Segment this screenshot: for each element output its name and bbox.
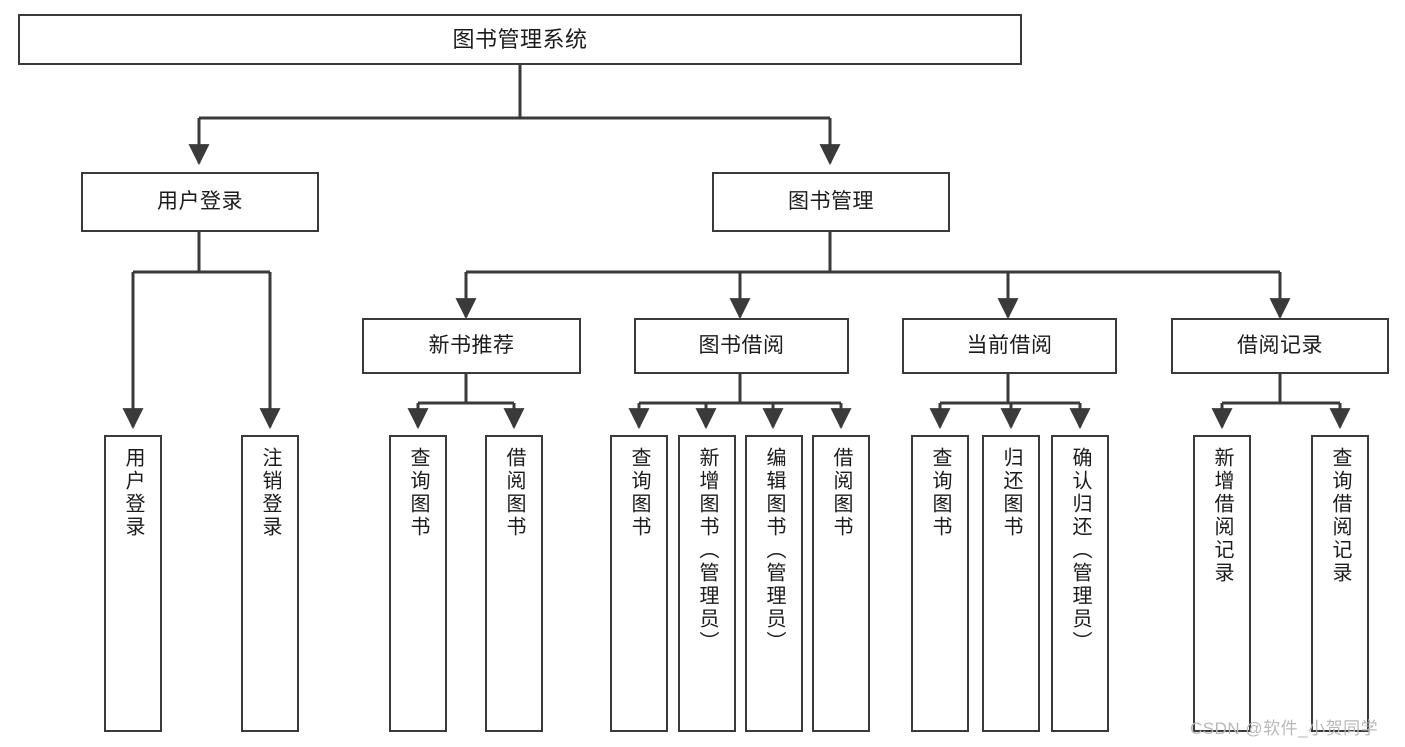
leaf-br-query-record-label: 查询借阅记录: [1329, 447, 1351, 585]
node-book-manage-label: 图书管理: [788, 189, 874, 213]
leaf-bb-borrow-book-label: 借阅图书: [830, 447, 852, 539]
leaf-cb-return-book-label: 归还图书: [1000, 447, 1022, 539]
node-current-borrow[interactable]: 当前借阅: [902, 318, 1117, 374]
leaf-br-query-record[interactable]: 查询借阅记录: [1311, 435, 1369, 732]
leaf-nb-query-book-label: 查询图书: [407, 447, 429, 539]
leaf-logout[interactable]: 注销登录: [241, 435, 299, 732]
leaf-user-login-label: 用户登录: [122, 447, 144, 539]
leaf-bb-query-book-label: 查询图书: [628, 447, 650, 539]
node-new-book-recommend[interactable]: 新书推荐: [362, 318, 581, 374]
node-book-manage[interactable]: 图书管理: [712, 172, 950, 232]
leaf-bb-edit-book[interactable]: 编辑图书（管理员）: [745, 435, 803, 732]
leaf-logout-label: 注销登录: [259, 447, 281, 539]
node-root-label: 图书管理系统: [452, 26, 588, 52]
node-user-login-label: 用户登录: [157, 189, 243, 213]
leaf-cb-confirm-return[interactable]: 确认归还（管理员）: [1051, 435, 1109, 732]
node-book-borrow-label: 图书借阅: [698, 333, 785, 357]
node-borrow-record[interactable]: 借阅记录: [1171, 318, 1389, 374]
csdn-watermark: CSDN @软件_小贺同学: [1190, 719, 1379, 738]
leaf-cb-confirm-return-label: 确认归还（管理员）: [1069, 447, 1091, 654]
leaf-br-add-record-label: 新增借阅记录: [1211, 447, 1233, 585]
leaf-bb-query-book[interactable]: 查询图书: [610, 435, 668, 732]
leaf-bb-edit-book-label: 编辑图书（管理员）: [763, 447, 785, 654]
leaf-cb-return-book[interactable]: 归还图书: [982, 435, 1040, 732]
leaf-nb-borrow-book-label: 借阅图书: [503, 447, 525, 539]
leaf-nb-query-book[interactable]: 查询图书: [389, 435, 447, 732]
node-book-borrow[interactable]: 图书借阅: [634, 318, 849, 374]
leaf-bb-add-book-label: 新增图书（管理员）: [696, 447, 718, 654]
node-root-system[interactable]: 图书管理系统: [18, 14, 1022, 65]
node-current-borrow-label: 当前借阅: [966, 333, 1053, 357]
node-new-book-recommend-label: 新书推荐: [428, 333, 515, 357]
node-borrow-record-label: 借阅记录: [1237, 333, 1323, 357]
leaf-user-login[interactable]: 用户登录: [104, 435, 162, 732]
leaf-bb-borrow-book[interactable]: 借阅图书: [812, 435, 870, 732]
leaf-bb-add-book[interactable]: 新增图书（管理员）: [678, 435, 736, 732]
leaf-br-add-record[interactable]: 新增借阅记录: [1193, 435, 1251, 732]
node-user-login[interactable]: 用户登录: [81, 172, 319, 232]
leaf-nb-borrow-book[interactable]: 借阅图书: [485, 435, 543, 732]
leaf-cb-query-book[interactable]: 查询图书: [911, 435, 969, 732]
leaf-cb-query-book-label: 查询图书: [929, 447, 951, 539]
